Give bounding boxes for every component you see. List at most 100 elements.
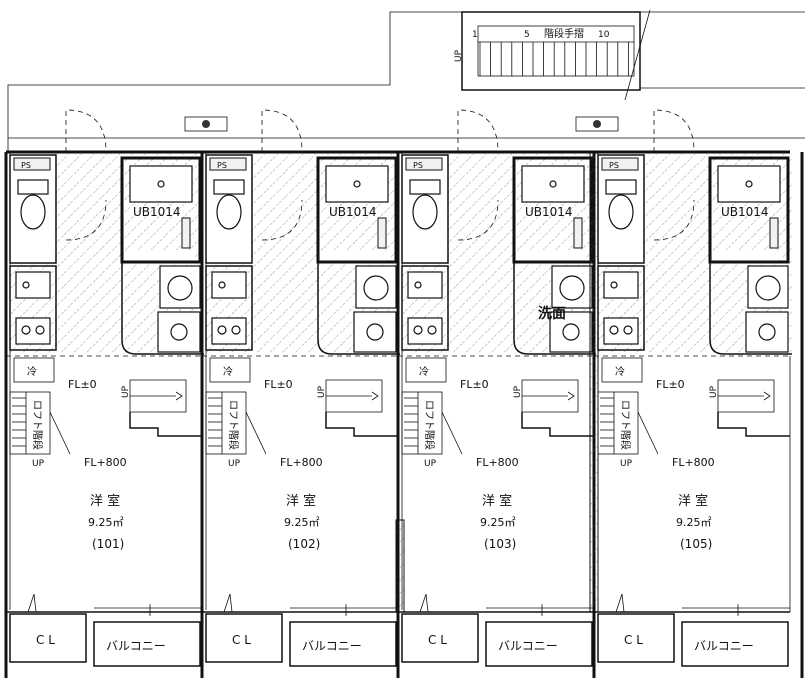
fridge-space [209, 357, 251, 383]
room-area: 9.25㎡ [88, 516, 124, 529]
fridge-label: 冷 [27, 365, 37, 378]
bath-label: UB1014 [721, 205, 769, 219]
toilet-icon [608, 194, 634, 230]
toilet-room [401, 154, 449, 264]
fridge-label: 冷 [615, 365, 625, 378]
room-name: 洋 室 [90, 493, 120, 509]
closet-door-swing [223, 593, 233, 613]
entry-up-label: UP [317, 385, 327, 398]
stair-step-mark-1: 1 [472, 30, 478, 40]
room-number: (103) [484, 537, 516, 551]
sink-icon [15, 271, 51, 299]
outdoor-unit-markers [184, 116, 619, 132]
entry-door-swing [653, 109, 695, 153]
closet-box [205, 613, 283, 663]
sink-icon [211, 271, 247, 299]
room-level-label: FL+800 [280, 456, 323, 469]
closet-door-swing [419, 593, 429, 613]
closet-label: C L [428, 633, 447, 647]
ps-label: PS [609, 161, 619, 170]
loft-up-label: UP [424, 459, 437, 469]
entry-level-label: FL±0 [656, 378, 685, 391]
room-area: 9.25㎡ [284, 516, 320, 529]
room-number: (101) [92, 537, 124, 551]
site-outline [7, 9, 805, 152]
closet-box [401, 613, 479, 663]
stair-step-mark-5: 5 [524, 30, 530, 40]
toilet-room [205, 154, 253, 264]
loft-stair [205, 391, 247, 455]
entry-up-label: UP [709, 385, 719, 398]
unit-bath [316, 156, 398, 264]
bath-label: UB1014 [133, 205, 181, 219]
balcony-box [681, 621, 789, 667]
room-name: 洋 室 [482, 493, 512, 509]
loft-stair-label: ロフト階段 [619, 400, 632, 450]
ps-label: PS [217, 161, 227, 170]
room-name: 洋 室 [286, 493, 316, 509]
toilet-room [9, 154, 57, 264]
balcony-label: バルコニー [498, 639, 558, 653]
closet-label: C L [624, 633, 643, 647]
entry-up-label: UP [513, 385, 523, 398]
closet-label: C L [232, 633, 251, 647]
room-level-label: FL+800 [84, 456, 127, 469]
closet-label: C L [36, 633, 55, 647]
washroom-label: 洗面 [538, 305, 566, 322]
loft-up-label: UP [32, 459, 45, 469]
toilet-icon [20, 194, 46, 230]
washbasin-icon [363, 275, 389, 301]
washbasin-icon [755, 275, 781, 301]
stair-step-mark-10: 10 [598, 30, 610, 40]
loft-up-label: UP [228, 459, 241, 469]
kitchen-counter [401, 265, 449, 351]
fridge-space [601, 357, 643, 383]
entry-door-swing [65, 109, 107, 153]
room-level-label: FL+800 [476, 456, 519, 469]
fridge-space [13, 357, 55, 383]
stove-icon [407, 317, 443, 345]
balcony-box [485, 621, 593, 667]
entry-level-label: FL±0 [460, 378, 489, 391]
loft-stair [597, 391, 639, 455]
loft-stair-label: ロフト階段 [423, 400, 436, 450]
bath-label: UB1014 [329, 205, 377, 219]
loft-stair-label: ロフト階段 [227, 400, 240, 450]
stair-handrail-label: 階段手摺 [544, 27, 584, 40]
stair-up-label: UP [454, 49, 464, 62]
units-row: PS UB1014 冷 FL±0UP ロフト階段 UP FL+800 洋 室 9.25㎡ (101… [4, 109, 792, 678]
loft-stair [401, 391, 443, 455]
kitchen-counter [205, 265, 253, 351]
closet-box [597, 613, 675, 663]
closet-door-swing [615, 593, 625, 613]
room-area: 9.25㎡ [480, 516, 516, 529]
stove-icon [211, 317, 247, 345]
stove-icon [603, 317, 639, 345]
entry-door-swing [457, 109, 499, 153]
toilet-icon [412, 194, 438, 230]
closet-door-swing [27, 593, 37, 613]
balcony-box [289, 621, 397, 667]
fridge-label: 冷 [419, 365, 429, 378]
room-area: 9.25㎡ [676, 516, 712, 529]
fridge-space [405, 357, 447, 383]
entry-door-swing [261, 109, 303, 153]
loft-up-label: UP [620, 459, 633, 469]
entry-level-label: FL±0 [68, 378, 97, 391]
room-number: (102) [288, 537, 320, 551]
toilet-icon [216, 194, 242, 230]
kitchen-counter [9, 265, 57, 351]
washbasin-icon [559, 275, 585, 301]
sink-icon [407, 271, 443, 299]
balcony-label: バルコニー [302, 639, 362, 653]
balcony-label: バルコニー [694, 639, 754, 653]
unit-bath [120, 156, 202, 264]
balcony-label: バルコニー [106, 639, 166, 653]
entry-up-label: UP [121, 385, 131, 398]
sink-icon [603, 271, 639, 299]
ps-label: PS [21, 161, 31, 170]
